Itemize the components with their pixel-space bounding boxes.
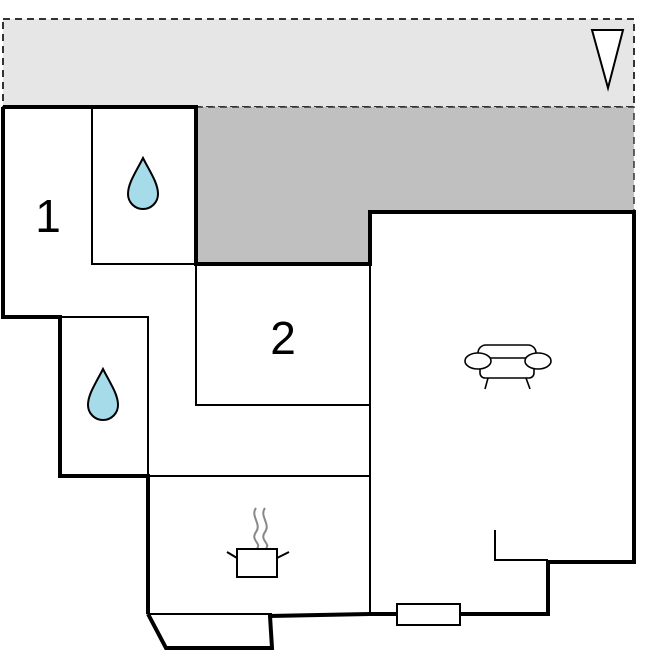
outer-walls [1, 105, 636, 650]
water-drop-icon [126, 155, 160, 210]
window [396, 603, 461, 626]
covered-area [195, 106, 635, 265]
north-arrow-icon [590, 29, 625, 92]
terrace-area [2, 18, 635, 108]
room-label-1: 1 [35, 190, 61, 242]
sofa-icon [464, 344, 552, 390]
room-label-2: 2 [270, 312, 296, 364]
water-drop-icon [86, 366, 120, 421]
cooking-pot-icon [226, 507, 290, 578]
